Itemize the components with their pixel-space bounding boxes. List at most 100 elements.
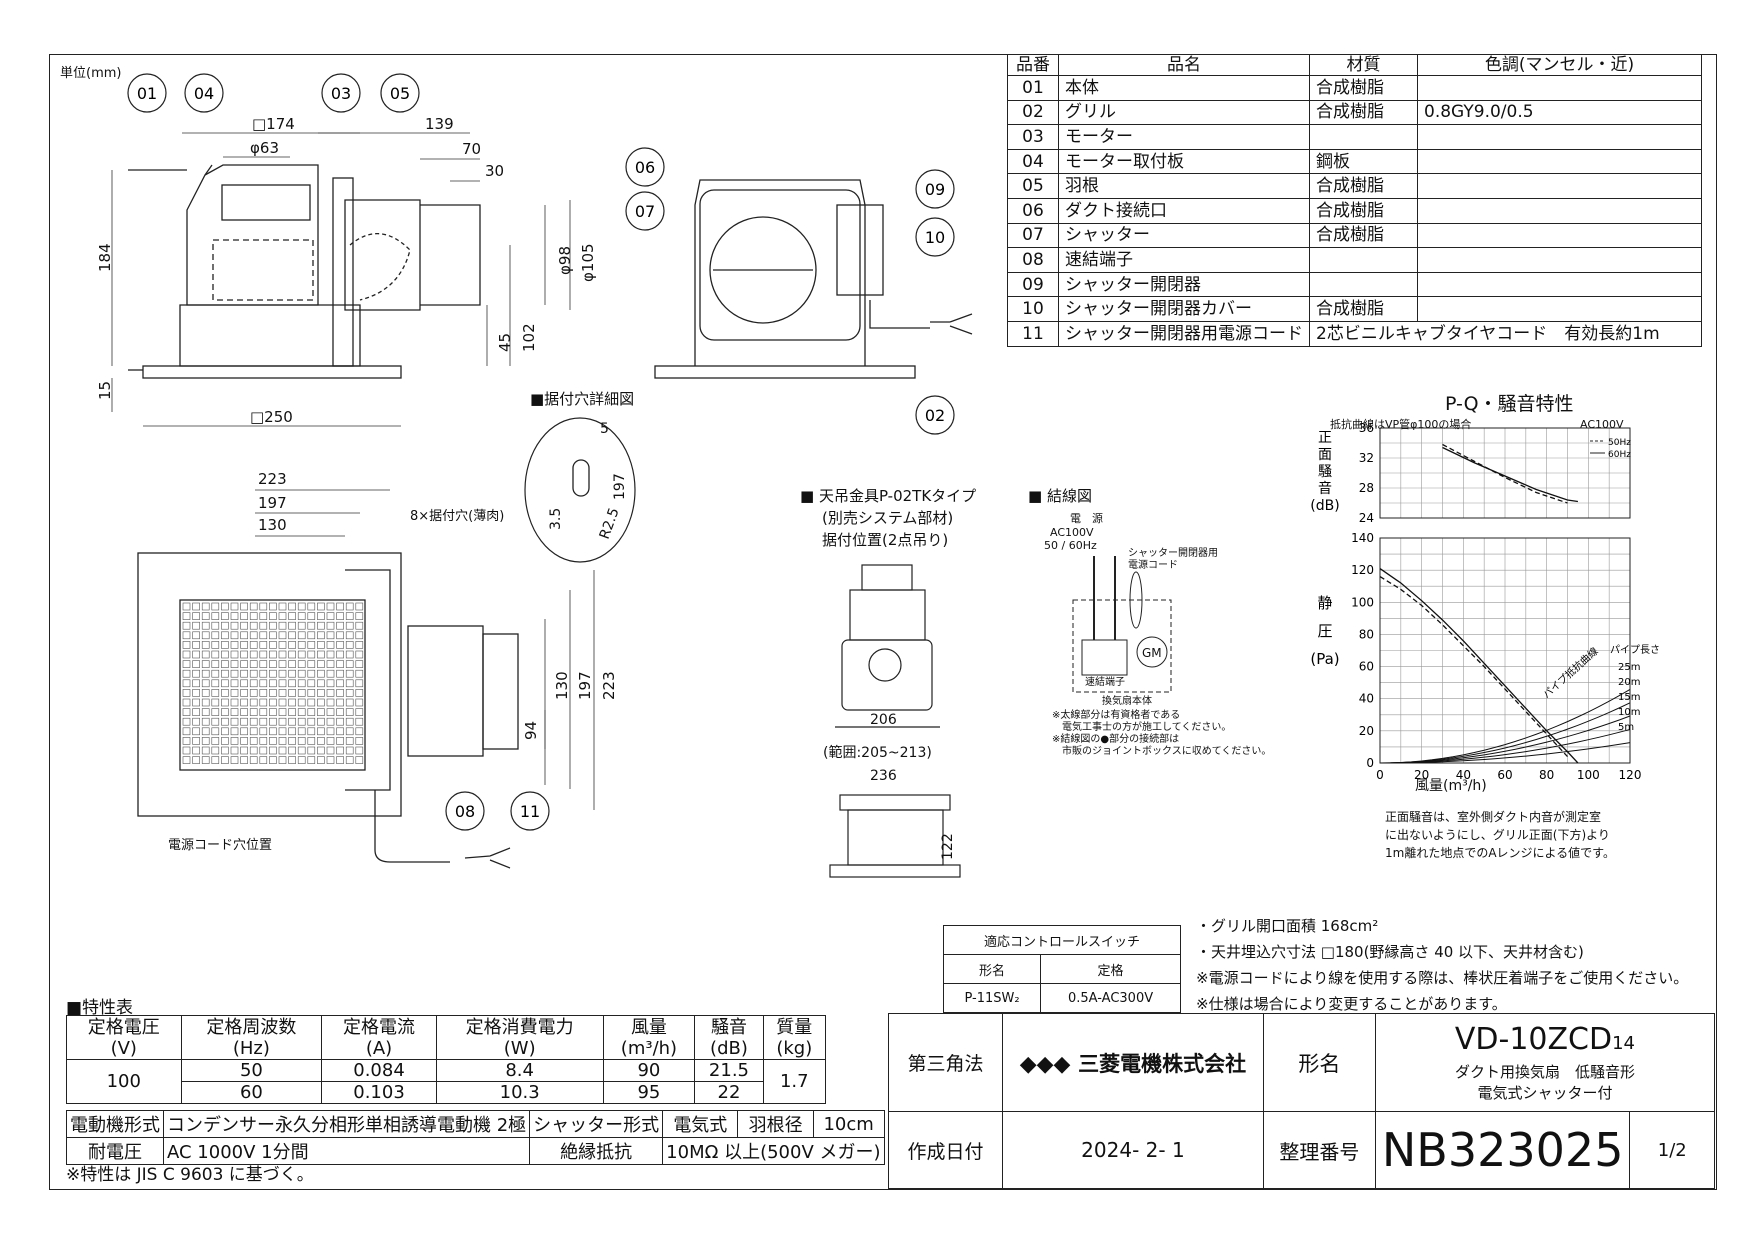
switch-model: P-11SW₂ — [942, 983, 1042, 1013]
wiring-body: 換気扇本体 — [1102, 694, 1152, 707]
part-color — [1417, 124, 1702, 150]
hanger-title: ■ 天吊金具P-02TKタイプ — [800, 487, 976, 505]
svg-text:05: 05 — [390, 84, 410, 103]
dim-223-side: 223 — [600, 671, 618, 700]
resistance-title: パイプ長さ — [1610, 644, 1660, 656]
detail-dim-5: 5 — [600, 421, 609, 437]
dim-102: 102 — [520, 323, 538, 352]
svg-text:01: 01 — [137, 84, 157, 103]
noise-ytick: 36 — [1359, 421, 1374, 435]
char-header-line: (Hz) — [232, 1037, 270, 1059]
part-material: 合成樹脂 — [1309, 75, 1418, 101]
motor-plate — [332, 177, 354, 367]
pressure-ytick: 20 — [1359, 724, 1374, 738]
part-name: シャッター開閉器用電源コード — [1058, 320, 1310, 347]
xtick: 60 — [1497, 768, 1512, 782]
legend-entry: 50Hz — [1608, 438, 1631, 448]
part-color — [1417, 222, 1702, 249]
company-logo-icon: ◆◆◆ — [1019, 1051, 1079, 1077]
dim-250: □250 — [250, 408, 293, 426]
front-dimension-lines — [111, 132, 571, 427]
side-view — [654, 179, 973, 379]
front-view — [128, 164, 481, 379]
char-header-line: (A) — [365, 1037, 393, 1059]
char-header-freq: 定格周波数(Hz) — [180, 1015, 323, 1060]
hanger-sub1: (別売システム部材) — [822, 509, 953, 527]
shutter-circle — [709, 216, 817, 324]
dim-197-top: 197 — [258, 494, 287, 512]
pressure-ytick: 80 — [1359, 627, 1374, 641]
noise-ytick: 28 — [1359, 481, 1374, 495]
part-material — [1309, 124, 1418, 150]
dim-105: φ105 — [579, 243, 597, 282]
dim-130-top: 130 — [258, 516, 287, 534]
char-airflow-50: 90 — [602, 1059, 696, 1082]
pressure-series-60Hz — [1379, 568, 1579, 764]
characteristics-table: 定格電圧(V) 定格周波数(Hz) 定格電流(A) 定格消費電力(W) 風量(m… — [66, 1015, 827, 1104]
char-freq-60: 60 — [180, 1081, 323, 1104]
hole-note: 8×据付穴(薄肉) — [410, 509, 504, 524]
dim-63: φ63 — [250, 139, 279, 157]
title-block: 第三角法 ◆◆◆ 三菱電機株式会社 形名 VD-10ZCD14 ダクト用換気扇 … — [887, 1013, 1716, 1189]
drawing-number: NB323025 — [1374, 1111, 1631, 1189]
callout-02: 02 — [915, 395, 955, 435]
parts-header-color: 色調(マンセル・近) — [1417, 54, 1702, 76]
wiring-note4: 市販のジョイントボックスに収めてください。 — [1062, 744, 1271, 757]
part-name: 本体 — [1058, 75, 1310, 101]
dim-70: 70 — [462, 140, 481, 158]
dim-45: 45 — [496, 333, 514, 352]
front-grille-plate — [142, 365, 402, 379]
detail-dim-3-5: 3.5 — [548, 508, 564, 530]
char-airflow-60: 95 — [602, 1081, 696, 1104]
svg-text:10: 10 — [925, 228, 945, 247]
char-header-line: 騒音 — [710, 1016, 747, 1038]
pressure-ytick: 40 — [1359, 692, 1374, 706]
noise-ytick: 32 — [1359, 451, 1374, 465]
company-name: ◆◆◆ 三菱電機株式会社 — [1002, 1013, 1264, 1112]
dim-197-side: 197 — [576, 671, 594, 700]
resistance-label: 25m — [1618, 662, 1640, 673]
part-name: ダクト接続口 — [1058, 197, 1310, 224]
char-current-50: 0.084 — [321, 1059, 437, 1082]
bottom-dimension-lines — [255, 489, 595, 810]
callout-10: 10 — [915, 217, 955, 257]
note-ceiling-hole: ・天井埋込穴寸法 □180(野縁高さ 40 以下、天井材含む) — [1196, 943, 1584, 961]
shutter-type: 電気式 — [662, 1110, 739, 1138]
number-label: 整理番号 — [1262, 1111, 1376, 1189]
pressure-ylabel: 圧 — [1317, 622, 1332, 640]
part-name: 速結端子 — [1058, 247, 1310, 273]
pressure-ytick: 120 — [1351, 563, 1374, 577]
duct-connector — [420, 204, 481, 306]
noise-ylabel: 騒 — [1318, 464, 1332, 480]
xtick: 40 — [1456, 768, 1471, 782]
char-header-line: (W) — [503, 1037, 536, 1059]
char-power-50: 8.4 — [435, 1059, 604, 1082]
char-header-current: 定格電流(A) — [321, 1015, 437, 1060]
dim-174: □174 — [252, 115, 295, 133]
svg-text:02: 02 — [925, 406, 945, 425]
char-header-line: 定格電圧 — [87, 1016, 160, 1038]
fan-blade-hidden — [212, 239, 314, 301]
motor-type-label: 電動機形式 — [66, 1110, 164, 1138]
insulation-value: 10MΩ 以上(500V メガー) — [662, 1137, 885, 1165]
wiring-motor: GM — [1142, 646, 1162, 660]
svg-text:06: 06 — [635, 158, 655, 177]
bottom-view — [137, 552, 519, 869]
part-no: 01 — [1007, 75, 1059, 101]
note-spec-change: ※仕様は場合により変更することがあります。 — [1196, 995, 1507, 1013]
part-no: 03 — [1007, 124, 1059, 150]
noise-series-60Hz — [1442, 446, 1579, 503]
part-color — [1417, 173, 1702, 199]
dim-94: 94 — [522, 721, 540, 740]
hanger-section: ■ 天吊金具P-02TKタイプ (別売システム部材) 据付位置(2点吊り) 20… — [800, 487, 976, 878]
insulation-label: 絶縁抵抗 — [529, 1137, 664, 1165]
callout-03: 03 — [321, 73, 361, 113]
withstand-value: AC 1000V 1分間 — [162, 1137, 531, 1165]
dim-130-side: 130 — [553, 671, 571, 700]
